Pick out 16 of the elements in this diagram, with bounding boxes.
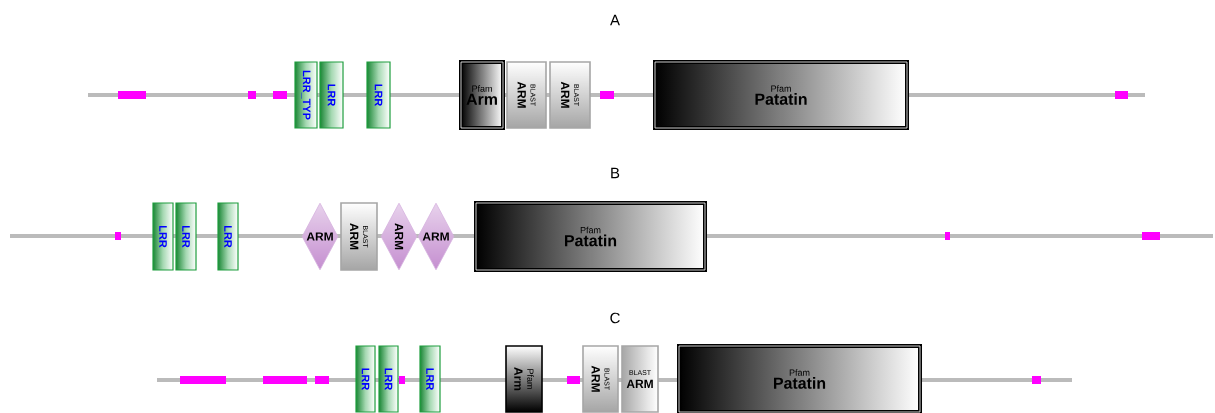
domain-box: LRR	[152, 202, 174, 271]
domain-box: LRR	[217, 202, 239, 271]
domain-box: Pfam Patatin	[653, 60, 909, 130]
domain-box: LRR	[175, 202, 197, 271]
domain-box: Pfam Patatin	[677, 344, 922, 413]
domain-box: LRR	[355, 345, 376, 413]
panel-label: A	[610, 14, 620, 26]
domain-box: Pfam Patatin	[474, 201, 707, 272]
domain-box: LRR	[366, 61, 391, 129]
domain-box: LRR	[378, 345, 399, 413]
panel-label: B	[611, 167, 620, 179]
domain-box: LRR_TYP	[294, 61, 318, 129]
domain-box: Pfam Arm	[505, 345, 543, 413]
domain-box: LRR	[319, 61, 344, 129]
panel-label: C	[610, 312, 620, 324]
domain-box: LRR	[419, 345, 441, 413]
